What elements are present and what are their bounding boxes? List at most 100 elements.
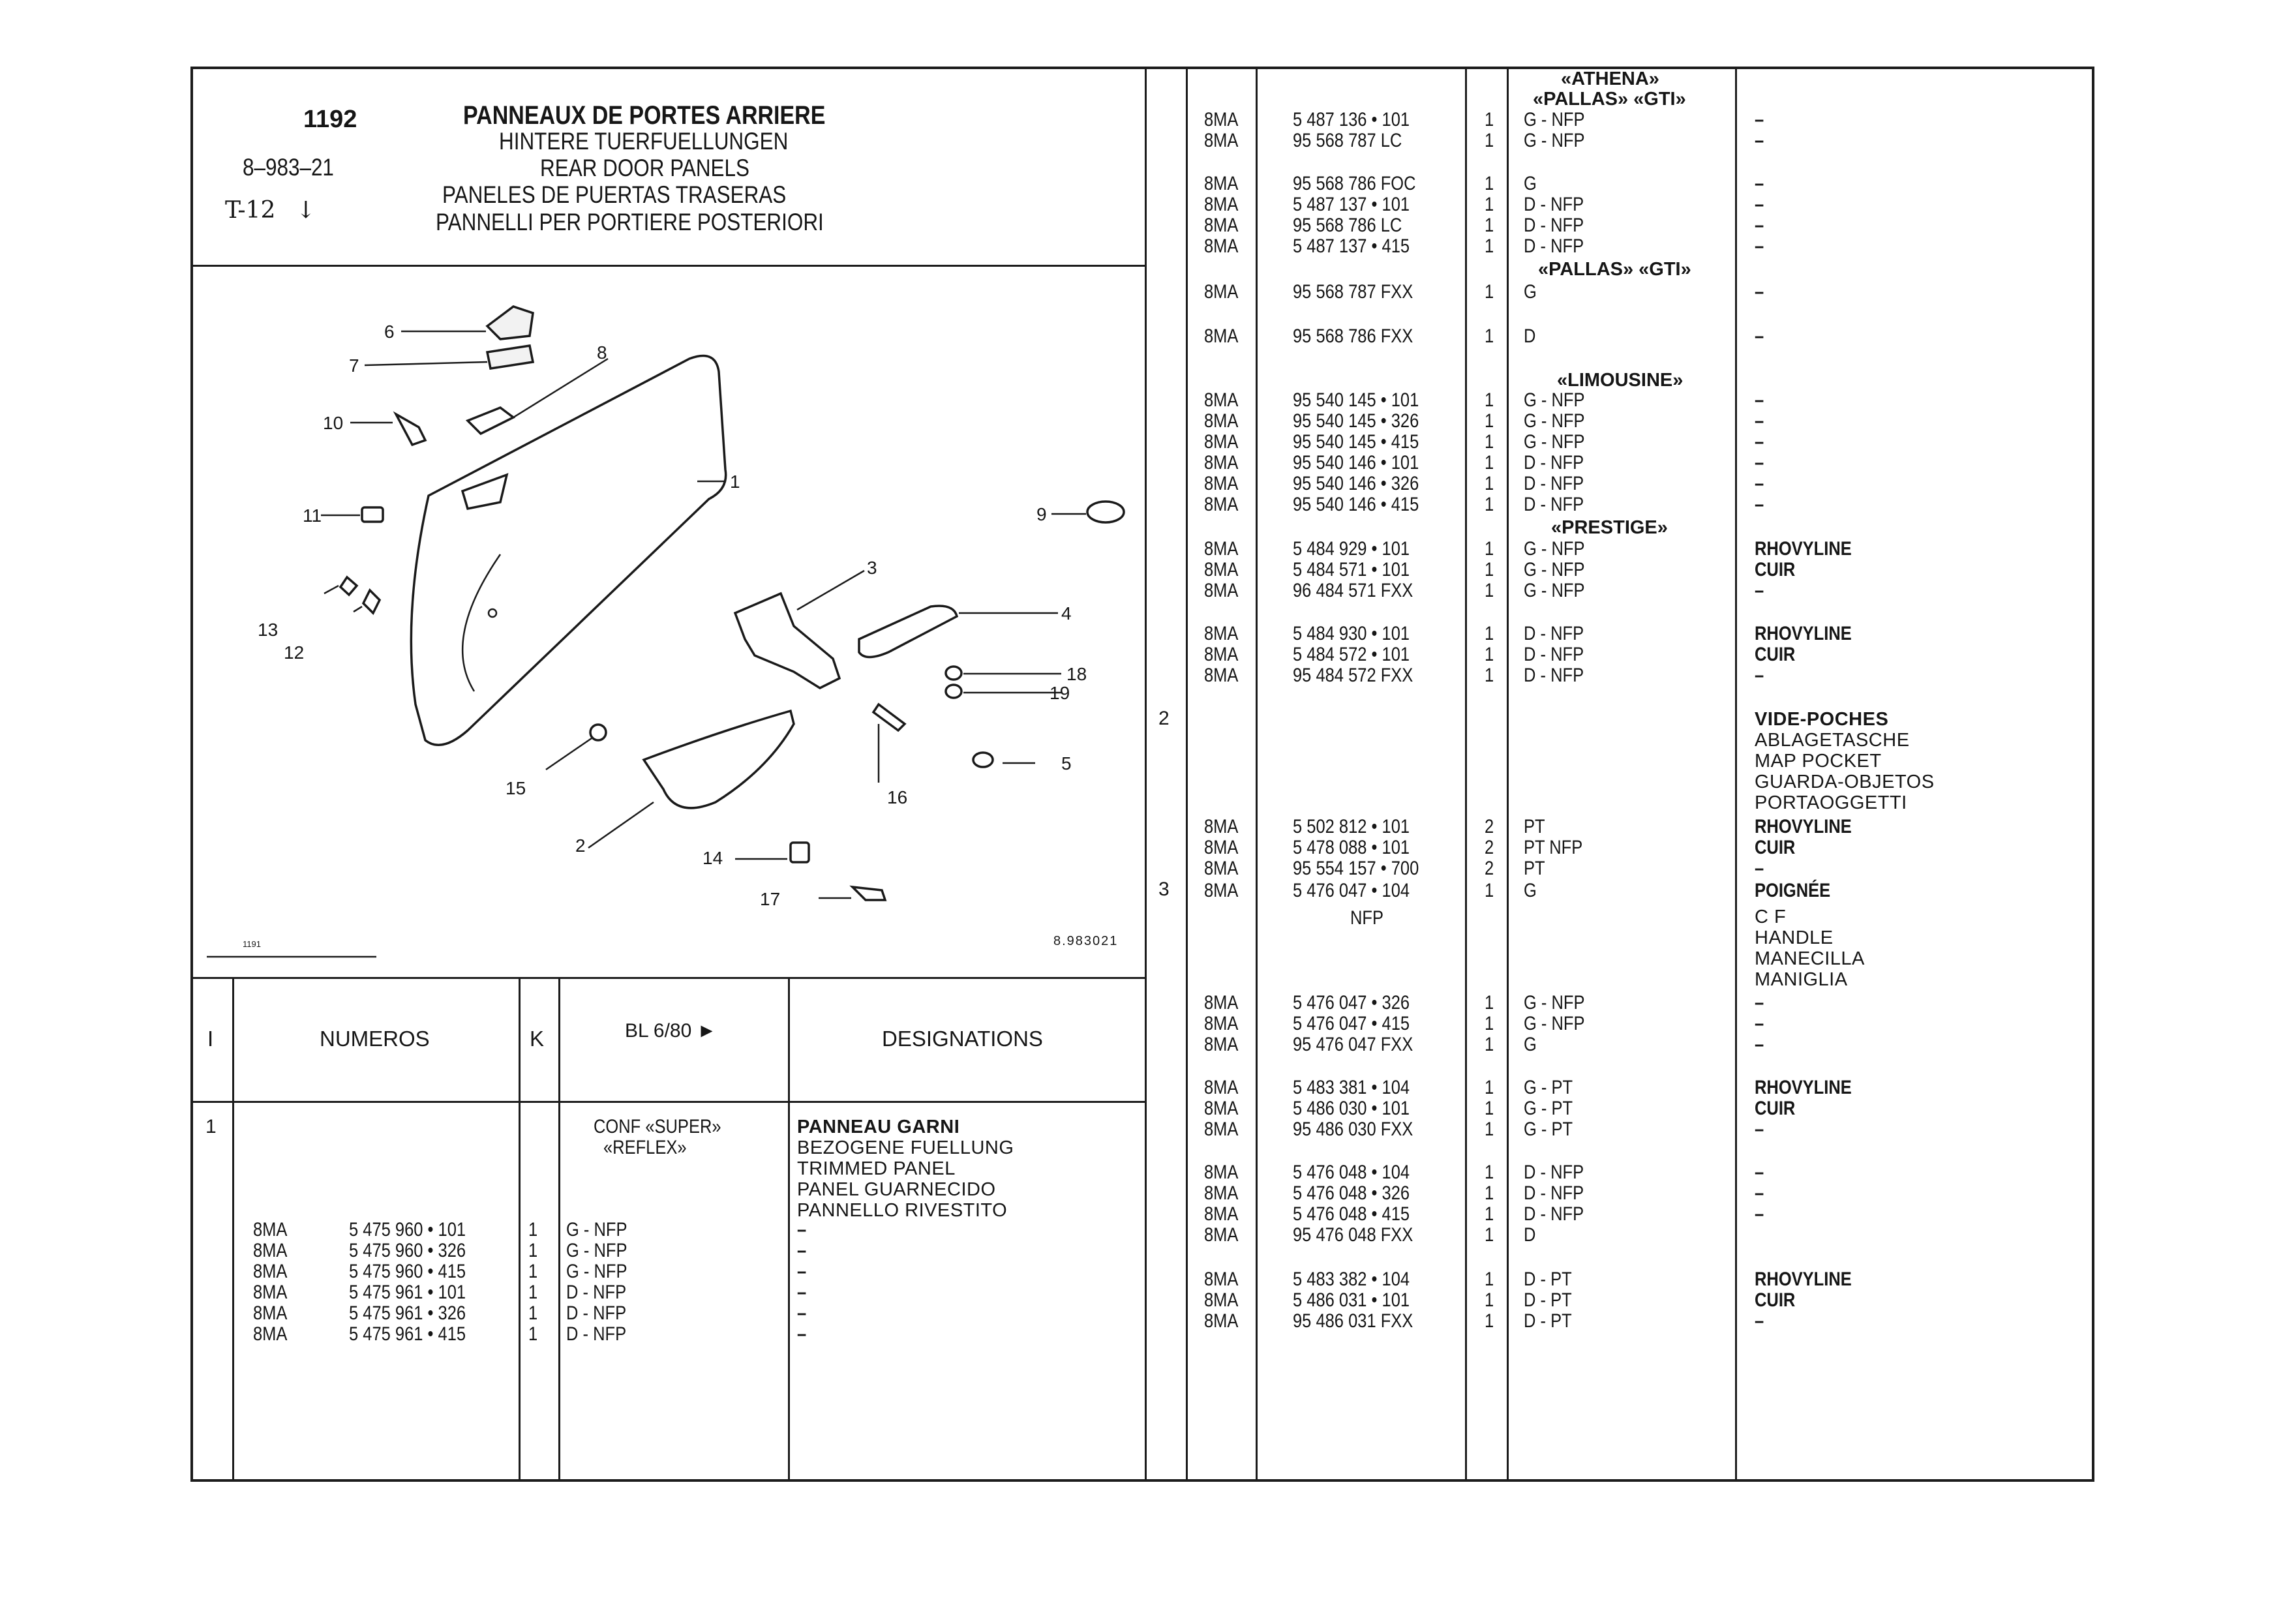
callout-1: 1 — [730, 472, 740, 492]
right-part-number: 95 484 572 FXX — [1293, 665, 1413, 686]
item3-part-code: 8MA — [1204, 992, 1239, 1014]
item2-designation-line: GUARDA-OBJETOS — [1755, 772, 1935, 792]
left-part-number: 5 475 960 • 101 — [349, 1219, 466, 1240]
right-quantity: 1 — [1485, 623, 1494, 644]
grommet-part-9 — [1086, 500, 1125, 524]
left-designation: – — [797, 1240, 807, 1261]
item3-designation: – — [1755, 992, 1764, 1014]
item3-designation-line: C F — [1755, 907, 1787, 927]
left-conf-line2: «REFLEX» — [603, 1137, 687, 1158]
item3-designation-line: MANECILLA — [1755, 948, 1865, 969]
item3-part-number: 5 476 047 • 326 — [1293, 992, 1410, 1014]
item3-nfp: NFP — [1350, 907, 1383, 929]
door-panel-hole — [487, 608, 498, 618]
callout-12: 12 — [284, 642, 304, 663]
left-variant: G - NFP — [566, 1261, 627, 1282]
left-variant: G - NFP — [566, 1219, 627, 1240]
right-quantity: 1 — [1485, 194, 1494, 215]
item3-designation-line: MANIGLIA — [1755, 969, 1848, 990]
screw-part-17 — [849, 885, 887, 901]
item3-variant: G - NFP — [1524, 992, 1585, 1014]
center-divider-a — [1145, 67, 1147, 1482]
left-designation: – — [797, 1323, 807, 1345]
item3-variant: D - NFP — [1524, 1162, 1584, 1183]
callout-17: 17 — [760, 889, 780, 909]
plate-code: 8–983–21 — [243, 154, 334, 181]
right-designation: RHOVYLINE — [1755, 538, 1852, 560]
item3-designation: – — [1755, 1034, 1764, 1055]
header-divider — [190, 265, 1147, 267]
clip-part-11 — [361, 506, 384, 523]
col-header-designations: DESIGNATIONS — [882, 1027, 1043, 1051]
item3-part-code: 8MA — [1204, 1269, 1239, 1290]
right-quantity: 1 — [1485, 559, 1494, 580]
item3-part-number: 5 483 382 • 104 — [1293, 1269, 1410, 1290]
item3-variant: G - PT — [1524, 1077, 1573, 1098]
right-variant: D - NFP — [1524, 623, 1584, 644]
right-quantity: 1 — [1485, 494, 1494, 515]
right-variant: D - NFP — [1524, 235, 1584, 257]
item3-designation: CUIR — [1755, 1289, 1796, 1311]
right-part-code: 8MA — [1204, 644, 1239, 665]
item3-part-number: 5 483 381 • 104 — [1293, 1077, 1410, 1098]
title-english: REAR DOOR PANELS — [540, 155, 749, 181]
right-variant: G - NFP — [1524, 389, 1585, 411]
item3-designation: – — [1755, 1203, 1764, 1225]
right-quantity: 1 — [1485, 431, 1494, 453]
item2-part-number: 5 478 088 • 101 — [1293, 837, 1410, 858]
washer-part-18 — [944, 665, 963, 681]
item3-designation: POIGNÉE — [1755, 880, 1831, 901]
item3-variant: D - PT — [1524, 1269, 1572, 1290]
right-quantity: 1 — [1485, 173, 1494, 194]
right-quantity: 1 — [1485, 235, 1494, 257]
left-part-number: 5 475 961 • 415 — [349, 1323, 466, 1345]
left-designation-line: PANNELLO RIVESTITO — [797, 1200, 1008, 1221]
right-part-number: 95 540 145 • 326 — [1293, 410, 1419, 432]
right-variant: G - NFP — [1524, 559, 1585, 580]
diagram-footer-left: 1191 — [243, 939, 261, 949]
right-quantity: 1 — [1485, 130, 1494, 151]
item3-part-number: 5 476 047 • 104 — [1293, 880, 1410, 901]
item3-designation: CUIR — [1755, 1098, 1796, 1119]
left-variant: D - NFP — [566, 1282, 627, 1303]
right-col-divider-var — [1735, 67, 1737, 1482]
left-variant: D - NFP — [566, 1302, 627, 1324]
right-part-code: 8MA — [1204, 235, 1239, 257]
bracket-part-3 — [733, 592, 841, 690]
right-variant: D - NFP — [1524, 473, 1584, 494]
catalog-page-frame — [190, 67, 2094, 1482]
item3-variant: G - NFP — [1524, 1013, 1585, 1034]
arrow-down-icon: ↓ — [295, 197, 316, 224]
item2-designation-line: PORTAOGGETTI — [1755, 792, 1907, 813]
callout-19: 19 — [1050, 683, 1070, 703]
item3-quantity: 1 — [1485, 880, 1494, 901]
col-header-numeros: NUMEROS — [320, 1027, 430, 1051]
item3-part-code: 8MA — [1204, 1034, 1239, 1055]
item2-quantity: 2 — [1485, 858, 1494, 879]
left-part-number: 5 475 961 • 326 — [349, 1302, 466, 1324]
right-designation: – — [1755, 431, 1764, 453]
right-part-code: 8MA — [1204, 194, 1239, 215]
right-quantity: 1 — [1485, 538, 1494, 560]
col-divider-numeros — [519, 977, 521, 1480]
left-quantity: 1 — [528, 1323, 538, 1345]
right-part-number: 96 484 571 FXX — [1293, 580, 1413, 601]
right-part-code: 8MA — [1204, 109, 1239, 130]
table-top-divider — [190, 977, 1147, 979]
left-designation-line: PANEL GUARNECIDO — [797, 1179, 996, 1200]
right-part-number: 5 484 930 • 101 — [1293, 623, 1410, 644]
right-quantity: 1 — [1485, 665, 1494, 686]
item3-quantity: 1 — [1485, 1013, 1494, 1034]
left-quantity: 1 — [528, 1282, 538, 1303]
callout-10: 10 — [323, 413, 343, 433]
item3-variant: D - PT — [1524, 1310, 1572, 1332]
item2-index: 2 — [1158, 708, 1170, 729]
door-panel-recess — [461, 473, 509, 511]
right-part-number: 95 568 786 FXX — [1293, 325, 1413, 347]
right-part-code: 8MA — [1204, 325, 1239, 347]
left-quantity: 1 — [528, 1240, 538, 1261]
col-header-i: I — [207, 1027, 214, 1051]
right-quantity: 1 — [1485, 580, 1494, 601]
callout-9: 9 — [1036, 504, 1047, 524]
right-part-number: 95 568 787 FXX — [1293, 281, 1413, 303]
